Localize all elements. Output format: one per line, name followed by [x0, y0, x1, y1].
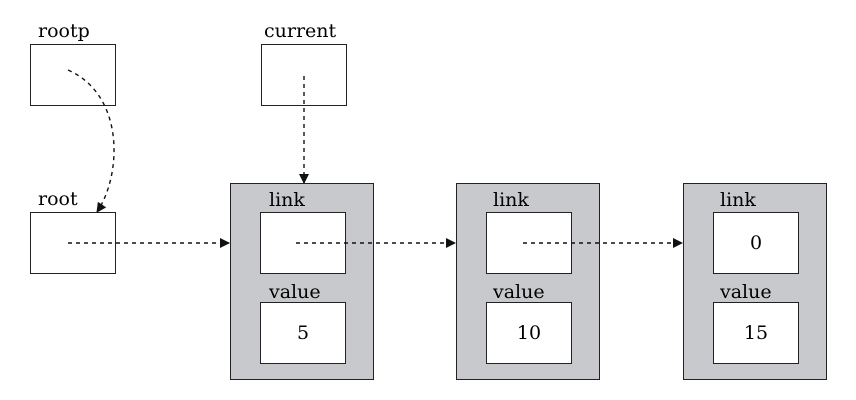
- rootp-to-root-arrow: [67, 69, 115, 213]
- node-link-value: 0: [749, 232, 763, 254]
- list-node-3: link 0 value 15: [683, 183, 827, 380]
- node-value-label: value: [269, 281, 321, 303]
- node-link-label: link: [269, 189, 305, 211]
- node-link-label: link: [493, 189, 529, 211]
- node-value-box: 5: [260, 302, 346, 364]
- node-link-label: link: [720, 189, 756, 211]
- rootp-label: rootp: [38, 20, 90, 42]
- node-value-box: 10: [486, 302, 572, 364]
- node-value: 10: [516, 322, 542, 344]
- node-link-box: 0: [713, 212, 799, 274]
- list-node-1: link value 5: [230, 183, 374, 380]
- rootp-box: [30, 44, 116, 106]
- node-value-box: 15: [713, 302, 799, 364]
- node-value: 15: [743, 322, 769, 344]
- root-label: root: [38, 188, 78, 210]
- node-value-label: value: [720, 281, 772, 303]
- node-value-label: value: [493, 281, 545, 303]
- list-node-2: link value 10: [456, 183, 600, 380]
- node-value: 5: [296, 322, 310, 344]
- current-label: current: [264, 20, 337, 42]
